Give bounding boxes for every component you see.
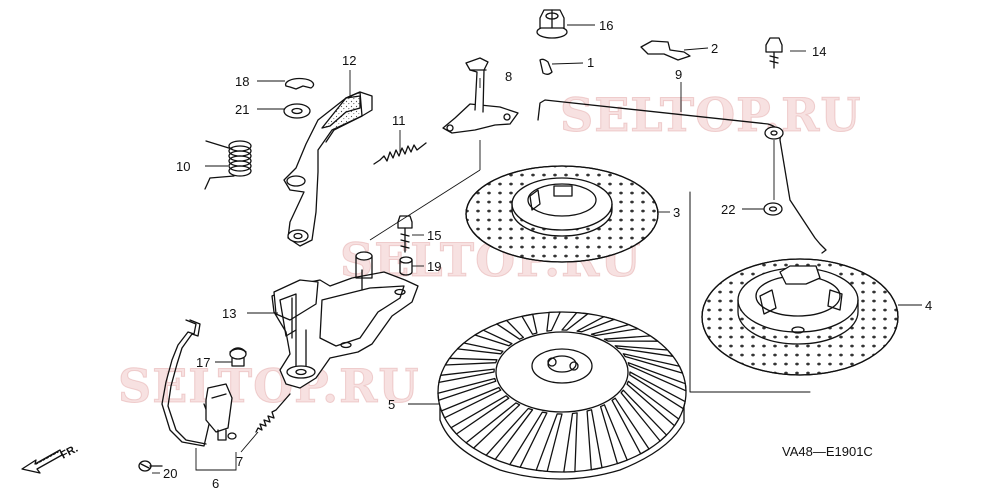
callout-number: 17 [196,355,210,370]
governor-arm-part [442,57,519,134]
flywheel-fin [496,319,525,340]
flywheel-fin [465,402,521,449]
bracket-part [640,40,691,61]
front-direction-label: FR. [59,443,80,462]
washer-part [283,103,311,119]
flywheel-fin [509,411,548,468]
flywheel-fin [599,404,628,465]
flange-nut-part [536,9,568,39]
flywheel-fin [474,329,513,347]
flywheel-fin [438,368,495,384]
callout-number: 22 [721,202,735,217]
flywheel-fin [590,323,639,337]
flywheel-fin [535,413,563,473]
watermark-text: SELTOP.RU [118,359,420,413]
callout-number: 19 [427,259,441,274]
callout-number: 2 [711,41,718,56]
flywheel-fin [440,386,502,419]
flywheel-fin [626,380,680,427]
callout-number: 13 [222,306,236,321]
bolt-part [397,215,413,253]
flywheel-fin [450,395,510,435]
callout-number: 18 [235,74,249,89]
e-clip-part [284,77,315,90]
group-bracket-line [689,191,811,393]
spring-part [255,393,291,433]
flywheel-fin [437,377,497,401]
flywheel-fin [586,409,603,471]
callout-number: 9 [675,67,682,82]
torsion-spring-part [204,140,252,190]
leader-line [683,47,709,51]
callout-number: 1 [587,55,594,70]
starter-pulley-plate-part [465,165,659,263]
rod-grommet [764,126,784,140]
callout-number: 6 [212,476,219,491]
flywheel-fin [521,313,538,335]
flywheel-fin [603,335,659,342]
grommet-part [763,202,783,216]
leader-line [195,448,237,471]
screw-part [138,460,163,472]
callout-labels: 16 1 2 3 4 5 6 7 8 9 10 11 12 13 14 15 1… [163,18,932,491]
flywheel-fin [629,371,686,410]
flywheel-fin [485,407,534,461]
flywheel-fin [622,353,684,374]
stop-switch-bracket-part [271,251,419,389]
callout-number: 4 [925,298,932,313]
front-direction-arrow-icon [21,449,63,474]
callout-number: 14 [812,44,826,59]
flywheel-fin [614,345,674,357]
flywheel-fin [563,412,578,473]
flywheel-fin [576,316,615,333]
starter-plate-part [701,258,899,376]
callout-number: 15 [427,228,441,243]
callout-number: 12 [342,53,356,68]
callout-number: 20 [163,466,177,481]
collar-part [399,256,413,276]
bolt-part [765,37,783,69]
flywheel-fin [456,342,504,355]
callout-number: 8 [505,69,512,84]
callout-number: 16 [599,18,613,33]
flywheel-part [437,311,687,480]
callout-number: 3 [673,205,680,220]
leader-line [551,62,584,65]
leader-line [240,431,259,453]
callout-number: 21 [235,102,249,117]
flywheel-fin [611,397,650,455]
watermark-text: SELTOP.RU [560,88,862,142]
stop-switch-wire-part [161,319,237,447]
callout-number: 5 [388,397,395,412]
flywheel-fin [561,311,589,331]
leader-line [369,169,481,241]
flywheel-fin [546,311,561,332]
woodruff-key-part [539,58,553,75]
flywheel-fin [620,389,668,442]
flywheel-fin [627,362,687,392]
callout-number: 7 [236,454,243,469]
spring-part [373,142,427,165]
drawing-code: VA48—E1901C [782,444,873,459]
flywheel-fin [444,357,498,366]
callout-number: 11 [392,113,406,128]
brake-arm-part [283,91,373,247]
callout-number: 10 [176,159,190,174]
